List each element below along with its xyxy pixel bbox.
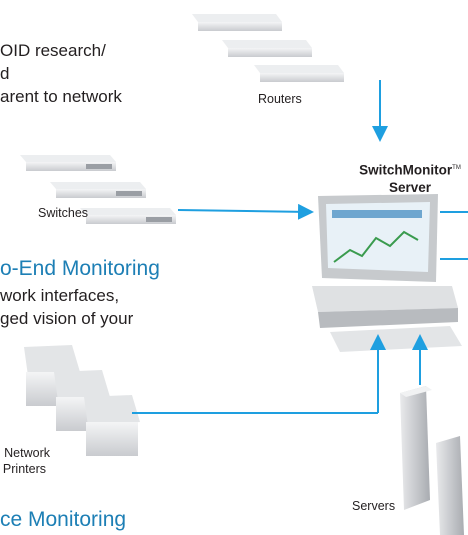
intro-text-line-1: OID research/ (0, 41, 106, 60)
router-icon-1 (192, 14, 282, 31)
router-icon-3 (254, 65, 344, 82)
routers-label: Routers (258, 92, 302, 106)
end-to-end-heading: o-End Monitoring (0, 257, 160, 280)
servers-label: Servers (352, 499, 396, 513)
server-label: SwitchMonitorTM Server (352, 160, 468, 196)
trademark-mark: TM (452, 165, 461, 171)
server-label-name: SwitchMonitor (359, 162, 453, 178)
switches-label: Switches (38, 206, 89, 220)
switches-arrow (177, 203, 314, 220)
switch-icon-3 (80, 208, 176, 224)
computer-icon (312, 194, 462, 352)
printers-label-line-1: Network (4, 446, 50, 460)
device-monitoring-heading: ce Monitoring (0, 508, 127, 531)
switch-icon-1 (20, 155, 116, 171)
end-to-end-text-line-2: ged vision of your (0, 309, 134, 328)
server-tower-icon-2 (436, 436, 464, 535)
end-to-end-text-line-1: work interfaces, (0, 286, 120, 305)
printers-label-line-2: Printers (2, 462, 46, 476)
intro-text-line-2: d (0, 64, 10, 83)
intro-text-line-3: arent to network (0, 87, 122, 106)
server-label-role: Server (388, 179, 432, 195)
switch-icon-2 (50, 182, 146, 198)
server-tower-icon-1 (400, 386, 432, 510)
router-icon-2 (222, 40, 312, 57)
printer-icon-3 (84, 395, 140, 456)
